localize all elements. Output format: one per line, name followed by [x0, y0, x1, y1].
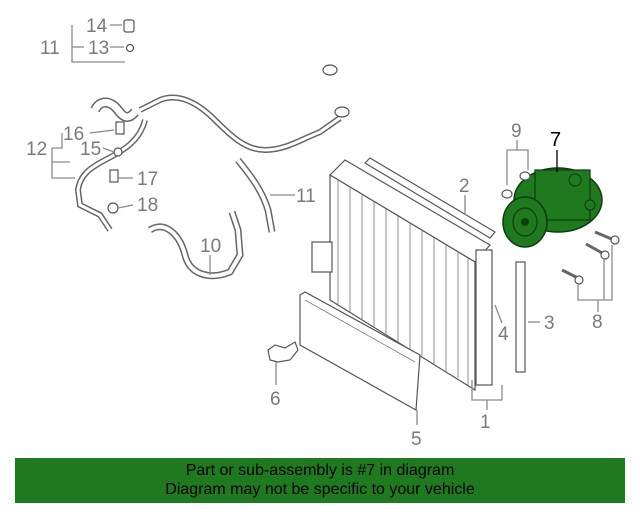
- refrigerant-hose-assembly: [74, 19, 350, 232]
- bolts-8: [561, 230, 620, 285]
- banner-line-2: Diagram may not be specific to your vehi…: [165, 481, 475, 498]
- seal-strip-2: [364, 157, 496, 239]
- hose-10: [148, 210, 244, 280]
- ac-compressor: [502, 167, 603, 248]
- hose-11: [235, 157, 276, 233]
- callout-8: 8: [592, 312, 603, 333]
- o-rings-9: [501, 171, 531, 199]
- callout-5: 5: [411, 429, 422, 450]
- callout-labels: 14 13 11 16 12 15 17 18 11 10 2 3 4 1 5 …: [26, 16, 603, 450]
- callout-7: 7: [550, 129, 561, 151]
- condenser: [311, 159, 493, 392]
- info-banner: Part or sub-assembly is #7 in diagram Di…: [15, 458, 625, 503]
- callout-15: 15: [80, 139, 101, 160]
- seal-strip-3: [515, 261, 526, 373]
- callout-3: 3: [544, 313, 555, 334]
- callout-4: 4: [498, 324, 509, 345]
- callout-6: 6: [270, 389, 281, 410]
- callout-12: 12: [26, 139, 47, 160]
- callout-11: 11: [40, 38, 60, 59]
- callout-17: 17: [137, 169, 158, 190]
- parts-diagram: 14 13 11 16 12 15 17 18 11 10 2 3 4 1 5 …: [26, 16, 620, 450]
- air-guide-panel-5: [299, 291, 421, 411]
- callout-14: 14: [86, 16, 108, 37]
- callout-10: 10: [200, 236, 221, 257]
- callout-18: 18: [137, 195, 158, 216]
- callout-9: 9: [511, 121, 522, 142]
- callout-13: 13: [88, 38, 109, 59]
- banner-line-1: Part or sub-assembly is #7 in diagram: [185, 462, 455, 479]
- callout-2: 2: [459, 176, 470, 197]
- leader-lines: [51, 24, 613, 425]
- bracket-6: [267, 341, 299, 363]
- callout-1: 1: [480, 412, 491, 433]
- callout-11-right: 11: [296, 186, 316, 207]
- callout-16: 16: [63, 124, 84, 145]
